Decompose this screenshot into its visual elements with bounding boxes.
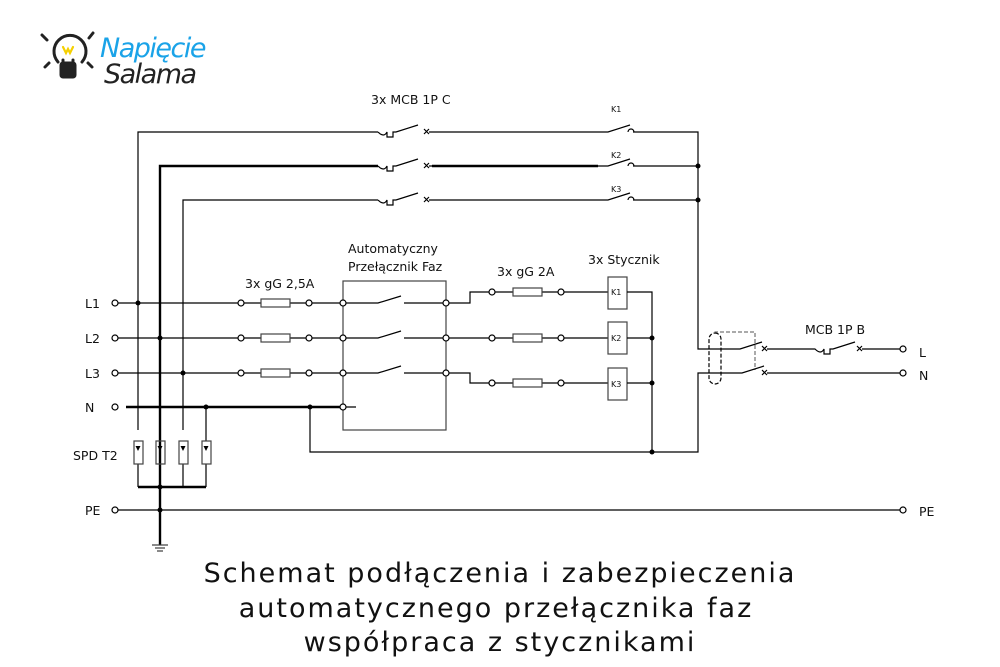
terminal-label-l2: L2	[85, 331, 100, 346]
switch-label-line1: Automatyczny	[348, 241, 439, 256]
coil-k2-label: K2	[611, 334, 621, 343]
output-label-l: L	[919, 345, 926, 360]
logo-text-napiecie: Napięcie	[100, 33, 206, 64]
mcb-breaker-symbols	[377, 124, 432, 206]
mcb-b-label: MCB 1P B	[805, 322, 865, 337]
output-label-pe: PE	[919, 504, 935, 519]
supply-switch-group: MCB 1P B L N PE	[708, 322, 935, 519]
fuse-out-label: 3x gG 2A	[497, 264, 555, 279]
mcb-top-label: 3x MCB 1P C	[371, 92, 451, 107]
mcb-top-group: 3x MCB 1P C K1 K2 K3	[137, 92, 720, 545]
contact-k1-label: K1	[611, 105, 621, 114]
logo: Napięcie Salama	[40, 31, 207, 90]
title-line-1: Schemat podłączenia i zabezpieczenia	[204, 558, 797, 589]
title-line-2: automatycznego przełącznika faz	[239, 593, 754, 624]
title-line-3: współpraca z stycznikami	[304, 627, 697, 658]
fuse-in-label: 3x gG 2,5A	[245, 276, 315, 291]
input-lines: L1 L2 L3 N PE	[85, 296, 900, 518]
output-fuses: 3x gG 2A	[488, 264, 608, 388]
terminal-label-pe: PE	[85, 503, 101, 518]
automatic-phase-switch: Automatyczny Przełącznik Faz	[339, 241, 490, 431]
coil-k1-label: K1	[611, 288, 621, 297]
contactors: 3x Stycznik K1 K2 K3	[588, 252, 660, 455]
lightbulb-icon	[40, 31, 95, 79]
contactor-label: 3x Stycznik	[588, 252, 660, 267]
contact-k2-label: K2	[611, 151, 621, 160]
logo-text-salama: Salama	[104, 59, 196, 90]
contactor-contacts	[598, 124, 635, 201]
spd-group: SPD T2	[73, 407, 212, 552]
ground-icon	[152, 544, 168, 552]
input-fuses: 3x gG 2,5A	[237, 276, 315, 378]
terminal-label-l3: L3	[85, 366, 100, 381]
coil-k3-label: K3	[611, 380, 621, 389]
terminal-label-n: N	[85, 400, 94, 415]
switch-label-line2: Przełącznik Faz	[348, 259, 443, 274]
terminal-label-l1: L1	[85, 296, 100, 311]
contact-k3-label: K3	[611, 185, 621, 194]
output-label-n: N	[919, 368, 928, 383]
spd-label: SPD T2	[73, 448, 118, 463]
